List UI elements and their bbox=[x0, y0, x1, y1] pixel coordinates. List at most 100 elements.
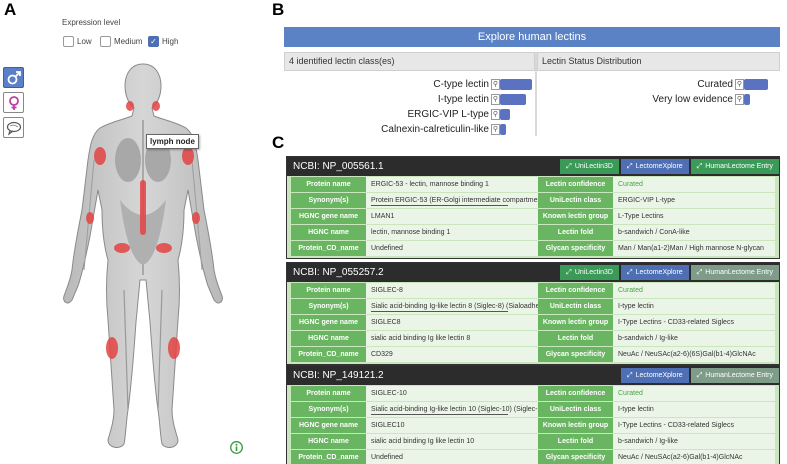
field-label: Synonym(s) bbox=[291, 299, 366, 314]
medium-label: Medium bbox=[114, 37, 143, 46]
female-button[interactable] bbox=[3, 92, 24, 113]
class-bar[interactable] bbox=[500, 93, 526, 105]
field-value: SIGLEC-8 bbox=[366, 283, 538, 298]
field-value: Man / Man(a1-2)Man / High mannose N-glyc… bbox=[613, 241, 775, 256]
option-medium[interactable]: Medium bbox=[100, 36, 142, 47]
card-header: NCBI: NP_055257.2⤢UniLectin3D⤢LectomeXpl… bbox=[287, 263, 779, 282]
lectomexplore-button[interactable]: ⤢LectomeXplore bbox=[620, 368, 689, 383]
search-icon[interactable]: ⚲ bbox=[491, 123, 500, 135]
button-label: HumanLectome Entry bbox=[705, 372, 773, 379]
field-label: Known lectin group bbox=[538, 209, 613, 224]
field-value: sialic acid binding Ig like lectin 8 bbox=[366, 331, 538, 346]
field-value: NeuAc / NeuSAc(a2-6)(6S)Gal(b1-4)GlcNAc bbox=[613, 347, 775, 362]
field-value: b-sandwich / Ig-like bbox=[613, 331, 775, 346]
field-value: L-Type Lectins bbox=[613, 209, 775, 224]
field-value: Curated bbox=[613, 283, 775, 298]
search-icon[interactable]: ⚲ bbox=[735, 78, 744, 90]
unilectin3d-button[interactable]: ⤢UniLectin3D bbox=[560, 265, 619, 280]
status-label: Curated bbox=[697, 78, 733, 90]
status-distribution-title: Lectin Status Distribution bbox=[537, 52, 780, 71]
card-buttons: ⤢UniLectin3D⤢LectomeXplore⤢HumanLectome … bbox=[558, 263, 779, 282]
class-bar-track bbox=[500, 108, 535, 120]
field-label: Glycan specificity bbox=[538, 450, 613, 464]
panel-letter-c: C bbox=[272, 133, 285, 152]
card-buttons: ⤢UniLectin3D⤢LectomeXplore⤢HumanLectome … bbox=[558, 157, 779, 176]
human-body-figure bbox=[63, 63, 223, 448]
class-bar[interactable] bbox=[500, 108, 510, 120]
class-bar-track bbox=[500, 123, 535, 135]
field-label: Synonym(s) bbox=[291, 193, 366, 208]
card-header: NCBI: NP_149121.2⤢LectomeXplore⤢HumanLec… bbox=[287, 366, 779, 385]
unilectin3d-button[interactable]: ⤢UniLectin3D bbox=[560, 159, 619, 174]
button-label: HumanLectome Entry bbox=[705, 269, 773, 276]
field-label: HGNC name bbox=[291, 225, 366, 240]
class-bar[interactable] bbox=[500, 78, 532, 90]
option-high[interactable]: ✓ High bbox=[148, 36, 178, 47]
lectomexplore-button[interactable]: ⤢LectomeXplore bbox=[620, 265, 689, 280]
expression-level-title: Expression level bbox=[62, 18, 121, 27]
status-bar[interactable] bbox=[744, 93, 750, 105]
expand-icon: ⤢ bbox=[626, 371, 633, 379]
status-row[interactable]: Very low evidence⚲ bbox=[652, 92, 780, 106]
class-row[interactable]: I-type lectin⚲ bbox=[438, 92, 535, 106]
expand-icon: ⤢ bbox=[626, 268, 633, 276]
search-icon[interactable]: ⚲ bbox=[491, 93, 500, 105]
class-row[interactable]: Calnexin-calreticulin-like⚲ bbox=[381, 122, 535, 136]
status-bar[interactable] bbox=[744, 78, 768, 90]
humanlectome-entry-button[interactable]: ⤢HumanLectome Entry bbox=[690, 265, 779, 280]
panel-letter-b: B bbox=[272, 0, 285, 19]
search-icon[interactable]: ⚲ bbox=[491, 108, 500, 120]
field-label: Protein_CD_name bbox=[291, 347, 366, 362]
lectomexplore-button[interactable]: ⤢LectomeXplore bbox=[620, 159, 689, 174]
field-value: Protein ERGIC-53 (ER-Golgi intermediate … bbox=[366, 193, 538, 208]
humanlectome-entry-button[interactable]: ⤢HumanLectome Entry bbox=[690, 159, 779, 174]
high-label: High bbox=[162, 37, 179, 46]
lectin-classes-chart: C-type lectin⚲I-type lectin⚲ERGIC-VIP L-… bbox=[284, 71, 535, 135]
low-label: Low bbox=[77, 37, 92, 46]
lectin-card: NCBI: NP_005561.1⤢UniLectin3D⤢LectomeXpl… bbox=[286, 156, 780, 259]
table-row: Synonym(s)Protein ERGIC-53 (ER-Golgi int… bbox=[291, 193, 775, 208]
high-checkbox[interactable]: ✓ bbox=[148, 36, 159, 47]
field-value: b-sandwich / Ig-like bbox=[613, 434, 775, 449]
option-low[interactable]: Low bbox=[63, 36, 92, 47]
male-button[interactable] bbox=[3, 67, 24, 88]
medium-checkbox[interactable] bbox=[100, 36, 111, 47]
field-value: I-Type Lectins - CD33-related Siglecs bbox=[613, 418, 775, 433]
humanlectome-entry-button[interactable]: ⤢HumanLectome Entry bbox=[690, 368, 779, 383]
class-label: Calnexin-calreticulin-like bbox=[381, 123, 489, 135]
field-value: ERGIC-53 - lectin, mannose binding 1 bbox=[366, 177, 538, 192]
card-buttons: ⤢LectomeXplore⤢HumanLectome Entry bbox=[619, 366, 779, 385]
button-label: UniLectin3D bbox=[574, 163, 613, 170]
lectin-classes-title: 4 identified lectin class(es) bbox=[284, 52, 535, 71]
expand-icon: ⤢ bbox=[626, 162, 633, 170]
low-checkbox[interactable] bbox=[63, 36, 74, 47]
class-label: I-type lectin bbox=[437, 93, 489, 105]
status-row[interactable]: Curated⚲ bbox=[697, 77, 780, 91]
field-label: Lectin fold bbox=[538, 331, 613, 346]
status-distribution-chart: Curated⚲Very low evidence⚲ bbox=[537, 71, 780, 135]
field-value: LMAN1 bbox=[366, 209, 538, 224]
field-value: SIGLEC-10 bbox=[366, 386, 538, 401]
status-label: Very low evidence bbox=[652, 93, 733, 105]
field-label: Glycan specificity bbox=[538, 347, 613, 362]
field-value: Undefined bbox=[366, 450, 538, 464]
organ-tooltip: lymph node bbox=[146, 134, 199, 149]
organ-button[interactable] bbox=[3, 117, 24, 138]
search-icon[interactable]: ⚲ bbox=[735, 93, 744, 105]
class-bar[interactable] bbox=[500, 123, 507, 135]
class-row[interactable]: C-type lectin⚲ bbox=[433, 77, 535, 91]
class-row[interactable]: ERGIC-VIP L-type⚲ bbox=[407, 107, 535, 121]
field-label: HGNC gene name bbox=[291, 315, 366, 330]
field-label: Protein_CD_name bbox=[291, 241, 366, 256]
field-label: Synonym(s) bbox=[291, 402, 366, 417]
search-icon[interactable]: ⚲ bbox=[491, 78, 500, 90]
field-label: UniLectin class bbox=[538, 402, 613, 417]
field-label: Lectin fold bbox=[538, 434, 613, 449]
class-bar-track bbox=[500, 78, 535, 90]
panel-b-divider bbox=[535, 52, 537, 136]
info-icon[interactable] bbox=[230, 441, 243, 454]
